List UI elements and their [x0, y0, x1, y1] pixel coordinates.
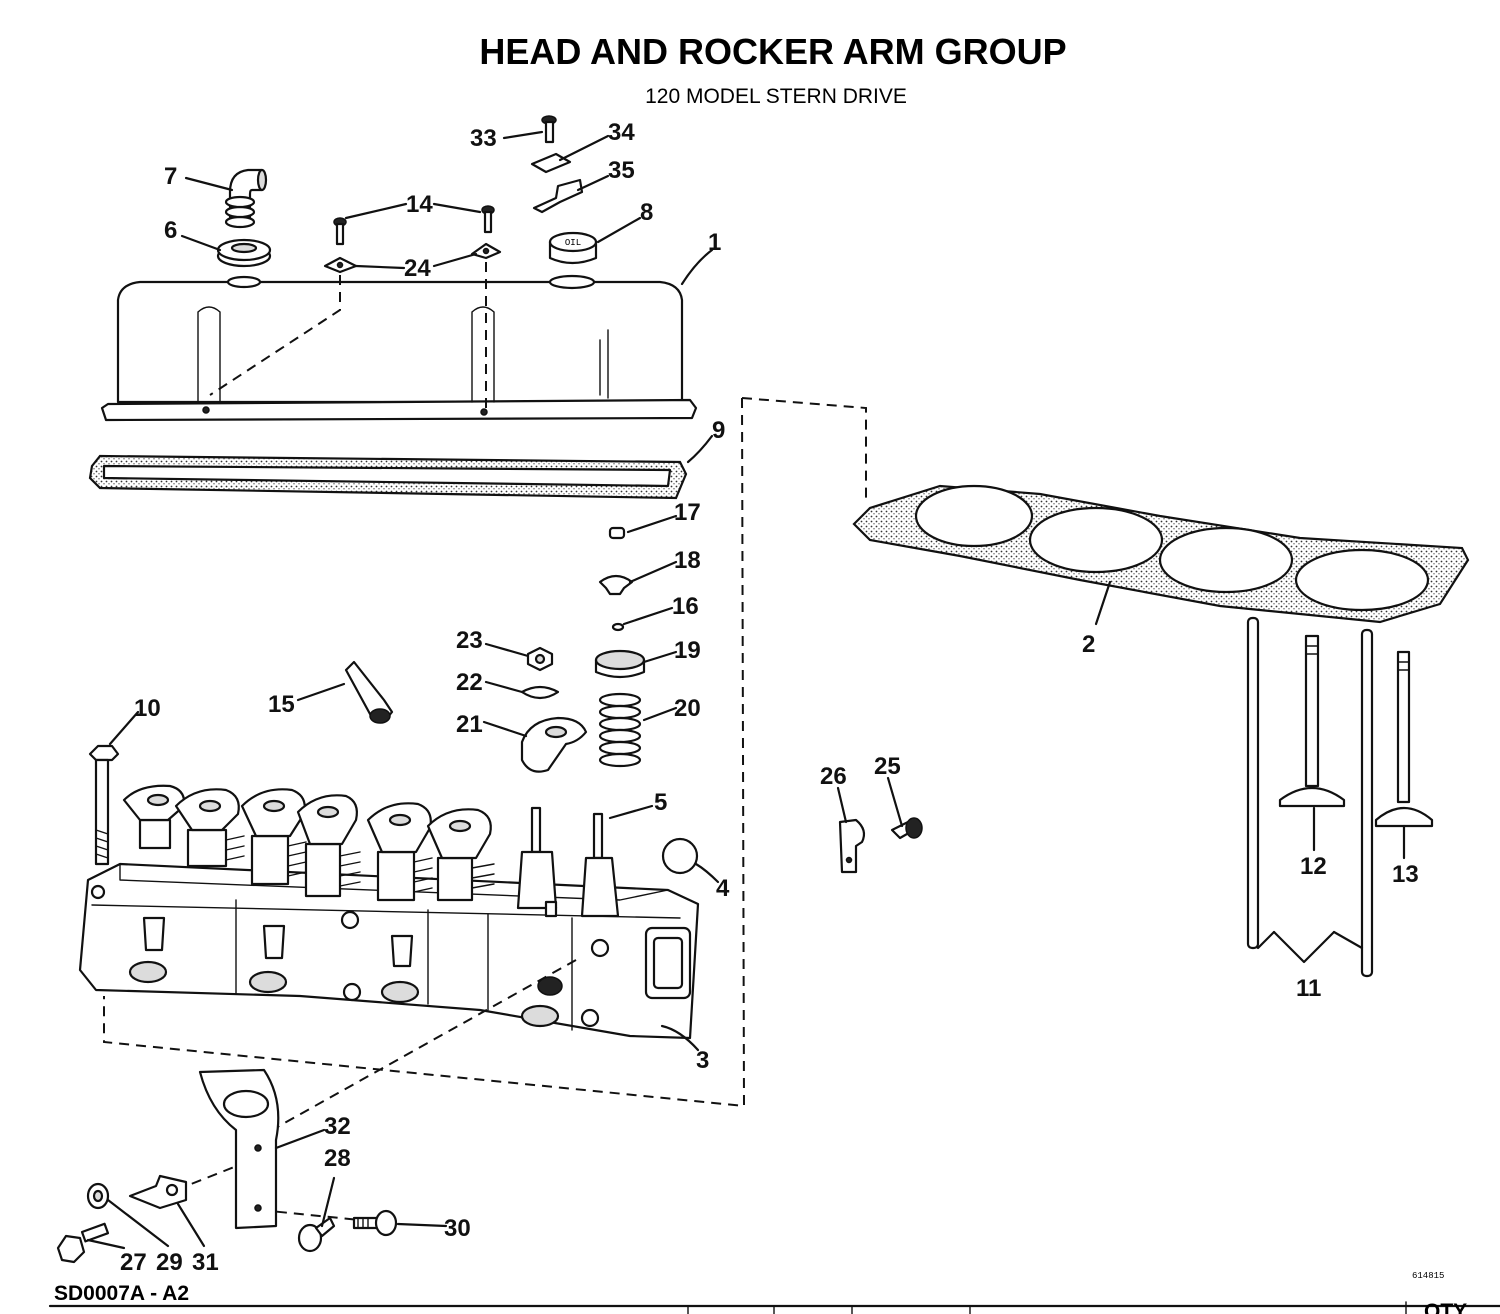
nut-23 [526, 646, 554, 672]
screw-25 [890, 817, 923, 840]
oil-filler-cap-8: OIL [548, 231, 598, 265]
head-bolt-10 [88, 744, 120, 866]
callout-21: 21 [456, 711, 483, 738]
callout-32: 32 [324, 1113, 351, 1140]
callout-20: 20 [674, 695, 701, 722]
callout-3: 3 [696, 1047, 709, 1074]
callout-8: 8 [640, 199, 653, 226]
diagram-title: HEAD AND ROCKER ARM GROUP [479, 31, 1066, 72]
callout-12: 12 [1300, 853, 1327, 880]
clip-28 [297, 1216, 336, 1253]
callout-11: 11 [1296, 975, 1321, 1002]
bolt-30 [352, 1209, 398, 1237]
callout-18: 18 [674, 547, 701, 574]
callout-6: 6 [164, 217, 177, 244]
callout-35: 35 [608, 157, 635, 184]
callout-24: 24 [404, 255, 431, 282]
callout-22: 22 [456, 669, 483, 696]
callout-30: 30 [444, 1215, 471, 1242]
callout-31: 31 [192, 1249, 219, 1276]
washer-24-right [470, 242, 502, 260]
table-header-qty: QTY [1424, 1300, 1467, 1314]
callout-13: 13 [1392, 861, 1419, 888]
callout-26: 26 [820, 763, 847, 790]
bracket-31 [128, 1174, 188, 1210]
seal-16 [611, 622, 625, 632]
callout-25: 25 [874, 753, 901, 780]
keeper-17 [608, 526, 626, 540]
leader-lines [86, 130, 1406, 1250]
bracket-35 [532, 178, 584, 214]
callout-9: 9 [712, 417, 725, 444]
screw-14-right [481, 205, 495, 234]
callout-5: 5 [654, 789, 667, 816]
callout-23: 23 [456, 627, 483, 654]
valve-13 [1374, 650, 1434, 828]
screw-14-left [333, 217, 347, 246]
pcv-elbow-7 [224, 168, 268, 229]
shield-19 [594, 649, 646, 679]
callout-1: 1 [708, 229, 721, 256]
callout-16: 16 [672, 593, 699, 620]
callout-34: 34 [608, 119, 635, 146]
valve-cover [100, 274, 698, 422]
rocker-21 [520, 716, 588, 773]
diagram-subtitle: 120 MODEL STERN DRIVE [645, 85, 907, 108]
bracket-32 [198, 1068, 280, 1230]
valve-spring-20 [598, 692, 642, 768]
callout-14: 14 [406, 191, 433, 218]
cap-18 [598, 574, 634, 596]
parts-table-edge: QTY [48, 1300, 1500, 1314]
screw-33 [541, 115, 557, 144]
grommet-6 [216, 238, 272, 268]
valve-12 [1278, 634, 1346, 808]
callout-15: 15 [268, 691, 295, 718]
pcv-valve-15 [344, 660, 394, 724]
callout-29: 29 [156, 1249, 183, 1276]
callout-17: 17 [674, 499, 701, 526]
washer-29 [86, 1182, 110, 1210]
washer-34 [530, 152, 572, 174]
callout-33: 33 [470, 125, 497, 152]
callout-2: 2 [1082, 631, 1095, 658]
head-gasket [852, 484, 1470, 624]
plug-4 [661, 837, 699, 875]
callout-28: 28 [324, 1145, 351, 1172]
callout-27: 27 [120, 1249, 147, 1276]
image-code: 614815 [1412, 1271, 1444, 1281]
washer-24-left [323, 256, 358, 274]
callout-10: 10 [134, 695, 161, 722]
rocker-arm-assembly [122, 784, 620, 918]
drawing-number: SD0007A - A2 [54, 1282, 189, 1305]
callout-4: 4 [716, 875, 730, 902]
ball-22 [520, 685, 560, 700]
callout-7: 7 [164, 163, 177, 190]
bolt-27 [56, 1222, 110, 1264]
valve-cover-gasket [88, 454, 688, 500]
callout-19: 19 [674, 637, 701, 664]
oil-cap-marking: OIL [565, 238, 581, 248]
bracket-26 [838, 818, 866, 874]
push-rods-11 [1246, 616, 1374, 978]
callout-labels: 1 2 3 4 5 6 7 8 9 10 11 12 13 14 15 16 1… [120, 119, 1419, 1276]
